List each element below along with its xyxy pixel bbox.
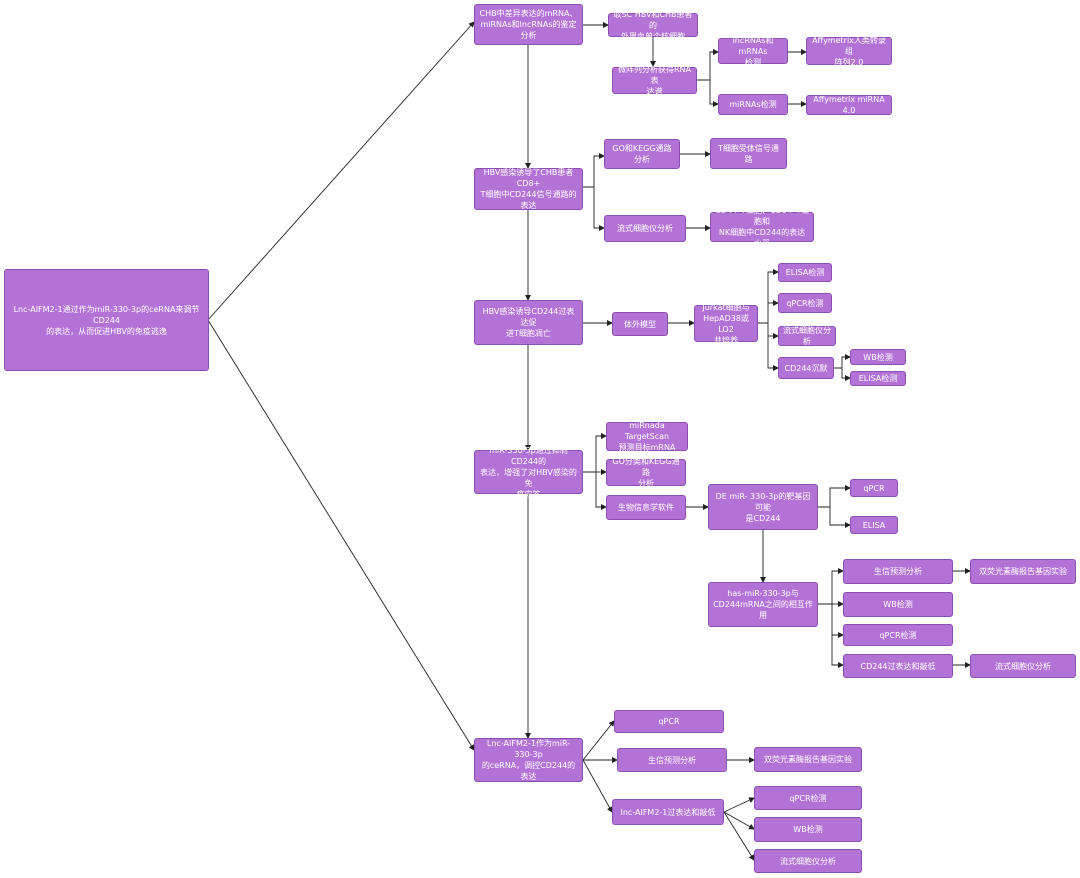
edge-b5-b5d: [582, 759, 613, 813]
node-b3b-coculture[interactable]: Jurkat细胞与 HepAD38或LO2 共培养: [694, 303, 758, 345]
edge-b4d-b4e: [818, 485, 851, 508]
edge-b4g-b4k: [831, 604, 844, 638]
node-b4b-go-kegg[interactable]: GO分类和KEGG通路 分析: [606, 457, 686, 488]
node-b4d-target-cd244[interactable]: DE miR- 330-3p的靶基因可能 是CD244: [708, 484, 818, 530]
edge-b4g-b4h: [818, 568, 844, 605]
node-b4g-interaction[interactable]: has-miR-330-3p与 CD244mRNA之间的相互作用: [708, 582, 818, 627]
node-b5c-luciferase[interactable]: 双荧光素酶报告基因实验: [754, 747, 862, 772]
node-b1a-pbmc[interactable]: 取SC HBV和CHB患者的 外周血单个核细胞: [608, 10, 698, 41]
edge-b5d-b5g: [723, 811, 755, 861]
edge-b1b-b1c: [697, 49, 719, 81]
edge-root-b1: [207, 21, 475, 321]
node-b1d-hta[interactable]: Affymetrix人类转录组 阵列2.0: [806, 36, 892, 67]
node-b1-deg-analysis[interactable]: CHB中差异表达的mRNA、 miRNAs和lncRNAs的鉴定分析: [474, 4, 583, 45]
edge-b5d-b5f: [723, 811, 755, 830]
node-b3g-wb[interactable]: WB检测: [850, 349, 906, 365]
edge-b3b-b3c: [758, 269, 779, 324]
edge-root-b5: [207, 319, 475, 751]
node-b2b-tcr[interactable]: T细胞受体信号通路: [710, 138, 787, 169]
node-b1e-mirna[interactable]: miRNAs检测: [718, 94, 788, 115]
node-b4j-wb[interactable]: WB检测: [843, 592, 953, 617]
node-b2-cd244-pathway[interactable]: HBV感染诱导了CHB患者CD8+ T细胞中CD244信号通路的表达: [474, 168, 583, 210]
node-b5d-lnc-overexpress-knockdown[interactable]: lnc-AIFM2-1过表达和敲低: [612, 799, 724, 825]
node-b4a-targetscan[interactable]: miRnada TargetScan 预测目标mRNA: [606, 421, 688, 452]
edge-b4-b4c: [595, 472, 607, 510]
node-b4k-qpcr[interactable]: qPCR检测: [843, 624, 953, 646]
node-b3f-silencing[interactable]: CD244沉默: [778, 357, 834, 379]
edge-b3b-b3f: [767, 323, 779, 371]
edge-b2-b2c: [593, 187, 605, 231]
node-b3d-qpcr[interactable]: qPCR检测: [778, 293, 832, 313]
node-b1f-mirna4[interactable]: Affymetrix miRNA 4.0: [806, 95, 892, 115]
node-b3-apoptosis[interactable]: HBV感染诱导CD244过表达促 进T细胞凋亡: [474, 300, 583, 345]
node-b3a-invitro[interactable]: 体外模型: [612, 312, 668, 336]
edge-b4d-b4f: [829, 507, 851, 528]
node-b2a-go-kegg[interactable]: GO和KEGG通路分析: [604, 139, 680, 169]
node-b2c-flow[interactable]: 流式细胞仪分析: [604, 215, 686, 242]
node-b1c-lnc-mrna[interactable]: lncRNAs和mRNAs 检测: [718, 36, 788, 67]
edge-b2-b2a: [583, 153, 605, 188]
node-b4l-overexpress-knockdown[interactable]: CD244过表达和敲低: [843, 654, 953, 678]
node-b5g-flow[interactable]: 流式细胞仪分析: [754, 849, 862, 873]
node-b2d-cd244-level[interactable]: CD4+ T细胞、CD8+ T细胞和 NK细胞中CD244的表达水平: [710, 206, 814, 248]
node-b4f-elisa[interactable]: ELISA: [850, 516, 898, 534]
node-b3h-elisa[interactable]: ELISA检测: [850, 371, 906, 386]
node-b5f-wb[interactable]: WB检测: [754, 817, 862, 842]
node-b4-mir330-response[interactable]: miR-330-3p通过抑制CD244的 表达，增强了对HBV感染的免 疫应答: [474, 446, 583, 499]
node-b5-cerna[interactable]: Lnc-AIFM2-1作为miR- 330-3p 的ceRNA，调控CD244的…: [474, 738, 583, 782]
node-b3e-flow[interactable]: 流式细胞仪分析: [778, 326, 836, 346]
edge-b1b-b1e: [709, 80, 719, 107]
edge-b4-b4a: [583, 433, 607, 473]
node-b4h-prediction[interactable]: 生信预测分析: [843, 559, 953, 584]
node-b4i-luciferase[interactable]: 双荧光素酶报告基因实验: [970, 559, 1076, 584]
node-b5e-qpcr[interactable]: qPCR检测: [754, 786, 862, 810]
node-b5b-prediction[interactable]: 生信预测分析: [617, 748, 727, 772]
node-b1b-microarray[interactable]: 微阵列分析获得RNA表 达谱: [612, 65, 697, 96]
edge-b5-b5a: [582, 720, 615, 761]
node-b5a-qpcr[interactable]: qPCR: [614, 710, 724, 733]
edge-b5d-b5e: [723, 797, 755, 813]
node-b4e-qpcr[interactable]: qPCR: [850, 479, 898, 497]
root-node[interactable]: Lnc-AIFM2-1通过作为miR-330-3p的ceRNA来调节CD244 …: [4, 269, 209, 371]
edge-b4g-b4l: [831, 635, 844, 668]
edge-b3f-b3g: [834, 354, 851, 369]
edge-b3f-b3h: [841, 368, 851, 381]
node-b4c-bioinfo[interactable]: 生物信息学软件: [606, 495, 686, 520]
node-b4m-flow[interactable]: 流式细胞仪分析: [970, 654, 1076, 678]
node-b3c-elisa[interactable]: ELISA检测: [778, 263, 832, 282]
